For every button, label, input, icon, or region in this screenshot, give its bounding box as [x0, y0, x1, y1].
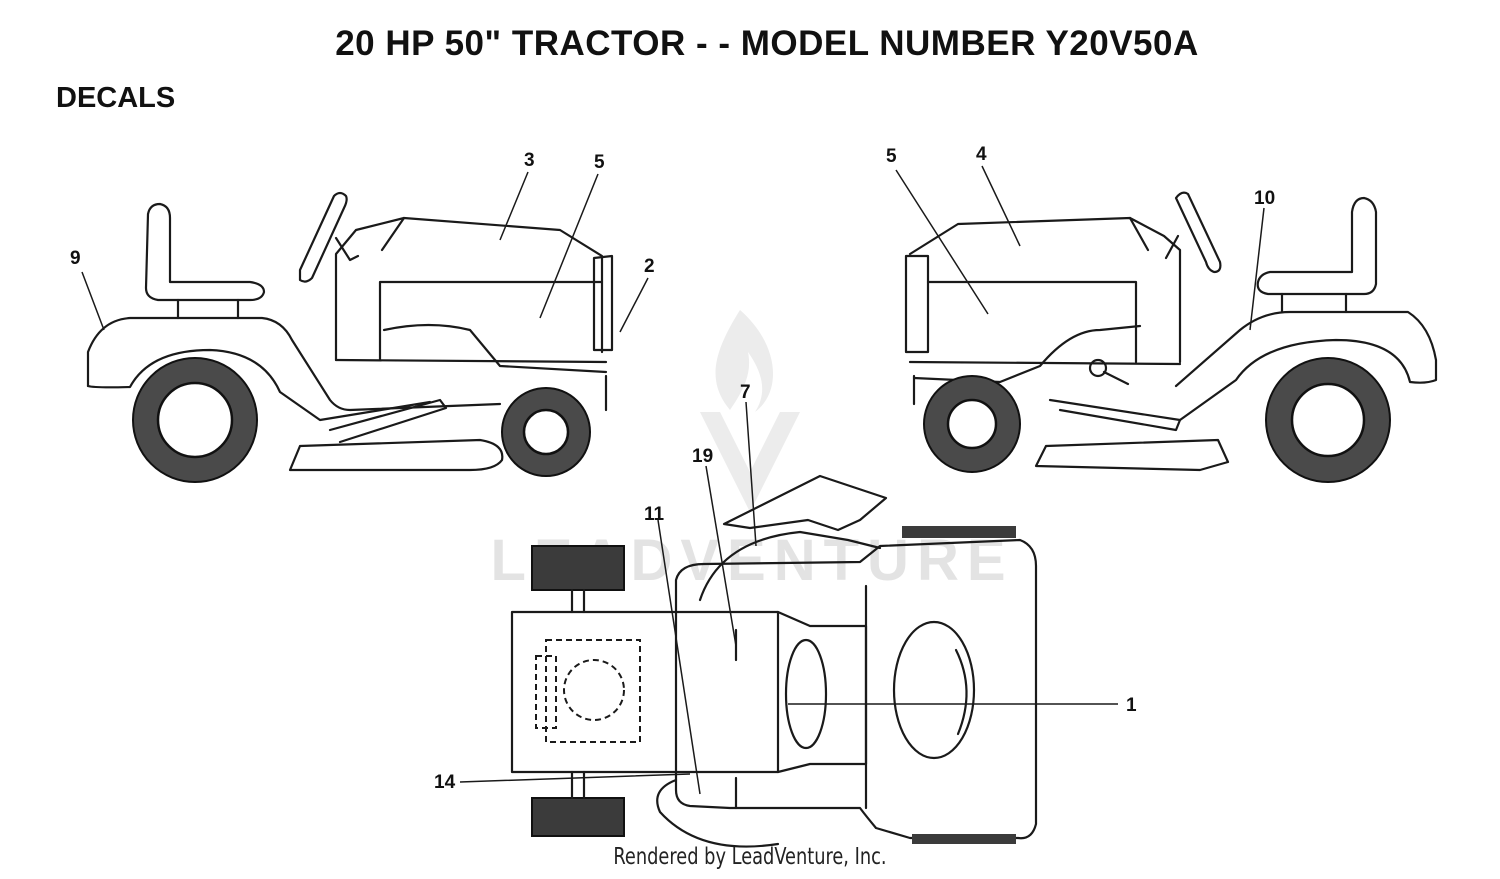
callout-5-left: 5	[594, 152, 605, 173]
section-title: DECALS	[56, 82, 176, 114]
callout-19: 19	[692, 446, 713, 467]
callout-11: 11	[644, 504, 665, 525]
callout-7: 7	[740, 382, 751, 403]
callout-10: 10	[1254, 188, 1275, 209]
callout-4: 4	[976, 144, 987, 165]
callout-1: 1	[1126, 695, 1137, 716]
callout-9: 9	[70, 248, 81, 269]
page-title: 20 HP 50" TRACTOR - - MODEL NUMBER Y20V5…	[335, 24, 1199, 63]
callout-3: 3	[524, 150, 535, 171]
tractor-right-side-view: 5 4 10	[886, 144, 1438, 483]
callout-14: 14	[434, 772, 456, 793]
callout-2: 2	[644, 256, 655, 277]
footer-credit: Rendered by LeadVenture, Inc.	[613, 844, 887, 870]
tractor-top-view: 7 19 11 1 14	[434, 382, 1137, 848]
callout-5-right: 5	[886, 146, 897, 167]
tractor-left-side-view: 9 3 5 2	[70, 150, 655, 483]
